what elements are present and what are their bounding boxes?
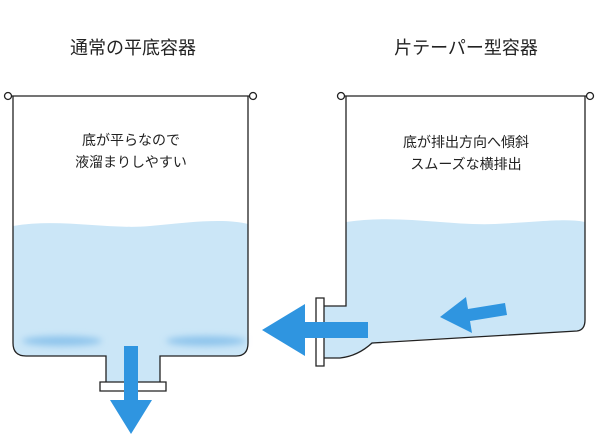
right-rim-knob-right (585, 91, 595, 101)
left-puddle-right (166, 336, 246, 346)
left-title: 通常の平底容器 (70, 38, 196, 59)
left-rim-knob-left (3, 91, 13, 101)
left-puddle-left (22, 336, 102, 346)
right-note-line1: 底が排出方向へ傾斜 (403, 135, 529, 151)
left-vessel-outline (12, 96, 249, 382)
right-note-line2: スムーズな横排出 (410, 157, 521, 173)
left-note-line2: 液溜まりしやすい (75, 155, 187, 171)
left-rim-knob-right (248, 91, 258, 101)
slope-flow-arrow (440, 297, 507, 333)
side-outlet-arrow (262, 304, 368, 356)
flat-bottom-container: 底が平らなので 液溜まりしやすい (3, 91, 258, 392)
right-rim-knob-left (336, 91, 346, 101)
flow-arrows (110, 297, 507, 434)
left-note-line1: 底が平らなので (82, 133, 180, 149)
right-vessel-outline (324, 96, 586, 359)
single-taper-container: 底が排出方向へ傾斜 スムーズな横排出 (315, 91, 595, 367)
right-liquid (324, 219, 585, 358)
down-drain-arrow (110, 346, 152, 434)
right-title: 片テーパー型容器 (394, 38, 538, 59)
